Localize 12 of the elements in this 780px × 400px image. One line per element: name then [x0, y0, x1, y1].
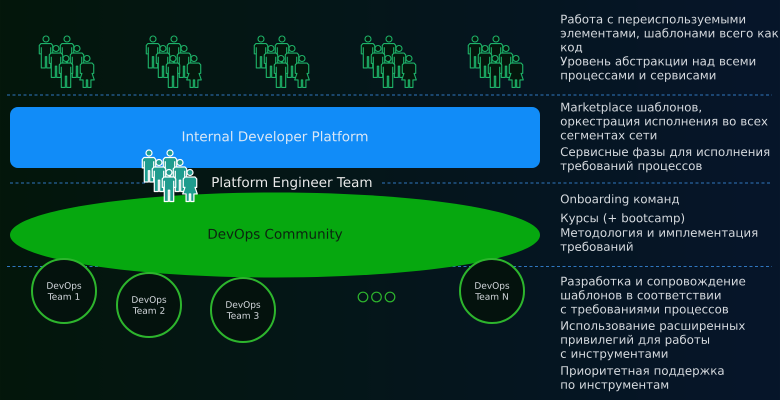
description-text: Уровень абстракции над всеми процессами и сервисами [560, 56, 756, 82]
team-label: Platform Engineer Team [212, 176, 372, 190]
description-text: Marketplace шаблонов, оркестрация исполнения во всех сегментах сети [560, 102, 768, 140]
description-text: Работа с переиспользуемыми элементами, шаблонами всего как код [560, 14, 778, 53]
description-text: Приоритетная поддержка по инструментам [561, 366, 724, 392]
description-text: Onboarding команд [560, 194, 679, 206]
description-text: Разработка и сопровождение шаблонов в соответствии с требованиями процессов [560, 276, 746, 316]
platform-box: Internal Developer Platform [10, 107, 540, 168]
description-text: Курсы (+ bootcamp) [561, 213, 684, 225]
description-text: Использование расширенных привилегий для работы с инструментами [560, 321, 745, 360]
description-text: Сервисные фазы для исполнения требований процессов [560, 147, 770, 172]
description-text: Методология и имплементация требований [560, 228, 758, 254]
